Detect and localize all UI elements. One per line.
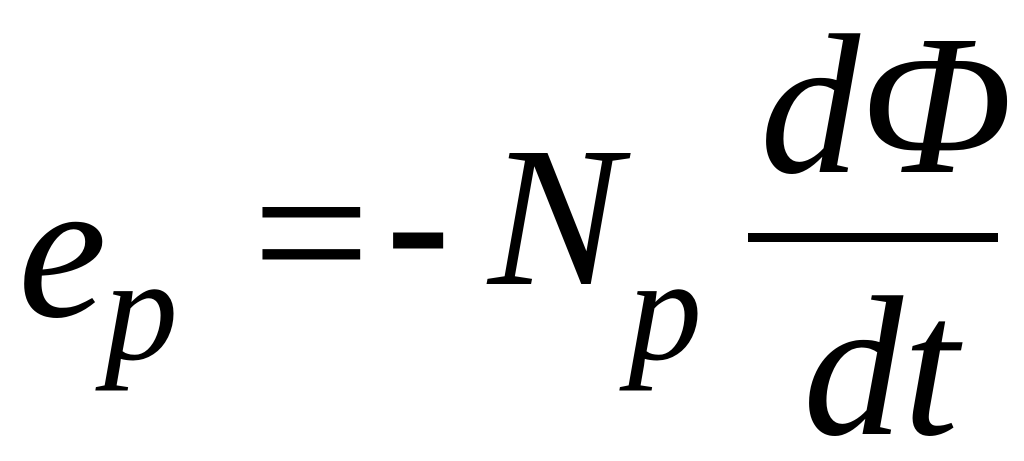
turns-subscript: p bbox=[628, 228, 702, 392]
fraction-denominator: dt bbox=[803, 257, 959, 461]
fraction-bar bbox=[748, 233, 998, 242]
emf-subscript: p bbox=[104, 228, 178, 392]
fraction-numerator: dΦ bbox=[760, 0, 1013, 216]
minus-sign: - bbox=[384, 110, 453, 339]
emf-symbol: e bbox=[18, 139, 107, 360]
equals-sign: = bbox=[252, 117, 371, 349]
turns-symbol: N bbox=[488, 107, 622, 328]
